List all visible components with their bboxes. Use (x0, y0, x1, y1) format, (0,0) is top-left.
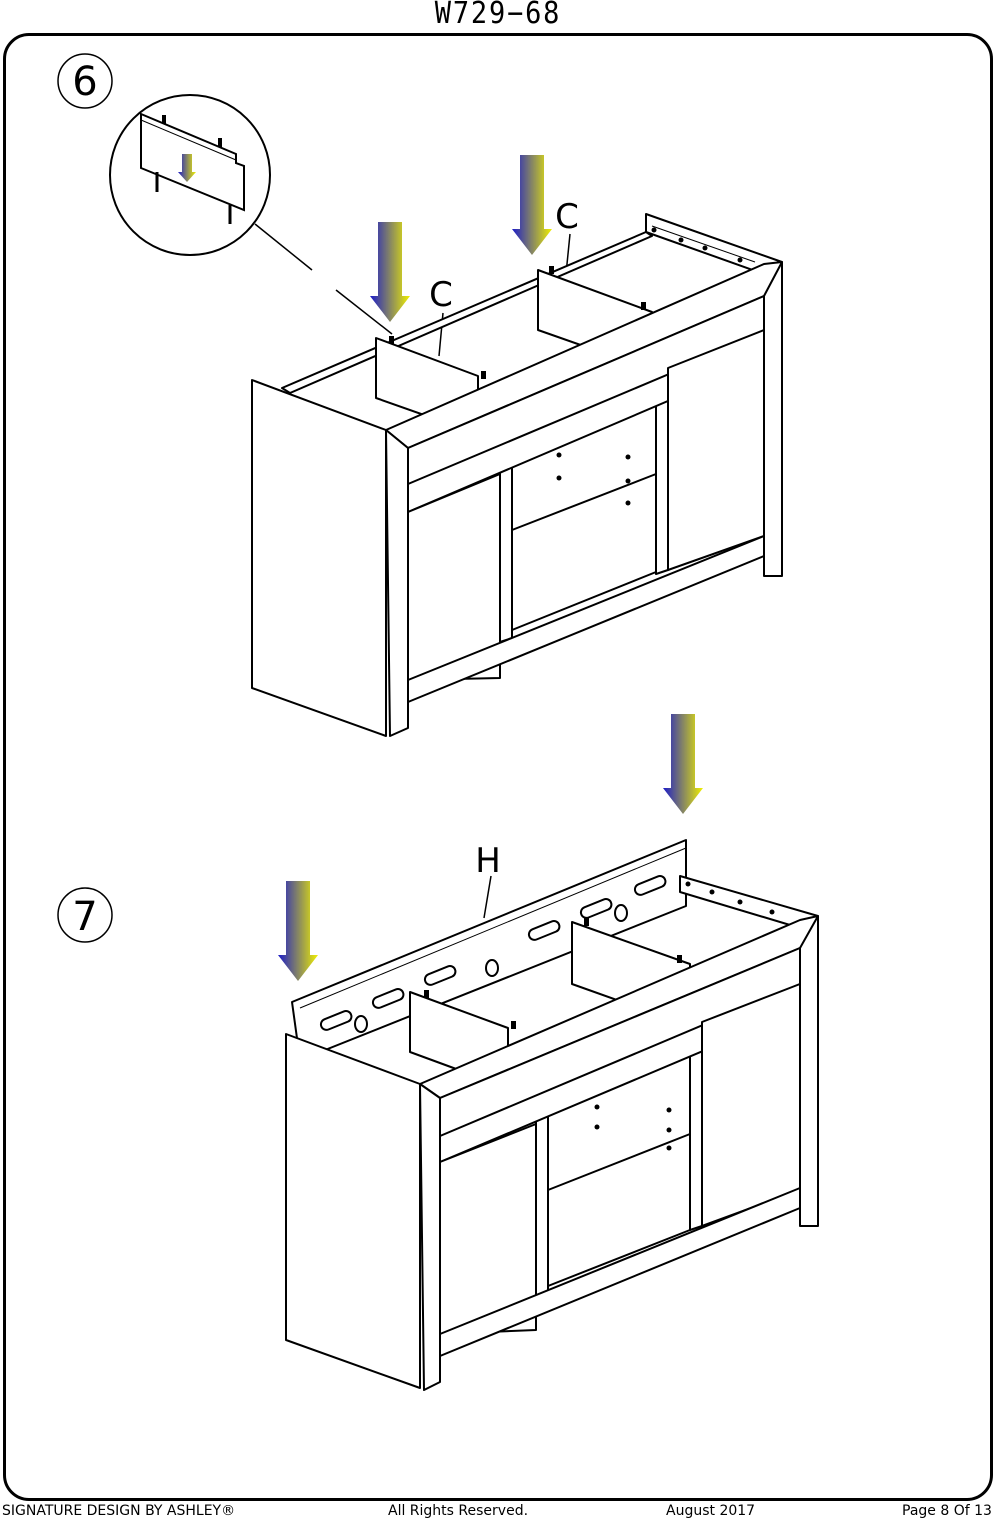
part-label-h: H (475, 841, 501, 881)
callout-leader-line (335, 289, 393, 335)
step-7-number-circle (57, 887, 113, 943)
model-number: W729−68 (434, 0, 562, 31)
part-label-c: C (429, 275, 453, 315)
page-border (3, 33, 993, 1501)
cabinet-step-7 (285, 839, 819, 1391)
part-label-c: C (555, 197, 579, 237)
down-arrow-icon (512, 155, 552, 255)
step-6-number: 6 (72, 59, 97, 105)
back-panel-holes (319, 875, 667, 1033)
footer-brand: SIGNATURE DESIGN BY ASHLEY® (2, 1503, 236, 1519)
footer-page-number: Page 8 Of 13 (902, 1503, 992, 1519)
footer-date: August 2017 (666, 1503, 756, 1519)
step-6: 6 C C (57, 53, 783, 737)
step-6-number-circle (57, 53, 113, 109)
down-arrow-icon (370, 222, 410, 322)
step-7: 7 H (57, 714, 819, 1391)
step-6-detail-callout (109, 94, 313, 271)
footer-rights: All Rights Reserved. (388, 1503, 529, 1519)
down-arrow-icon (663, 714, 703, 814)
down-arrow-icon (278, 881, 318, 981)
cabinet-step-6 (251, 213, 783, 737)
step-7-number: 7 (72, 894, 97, 940)
